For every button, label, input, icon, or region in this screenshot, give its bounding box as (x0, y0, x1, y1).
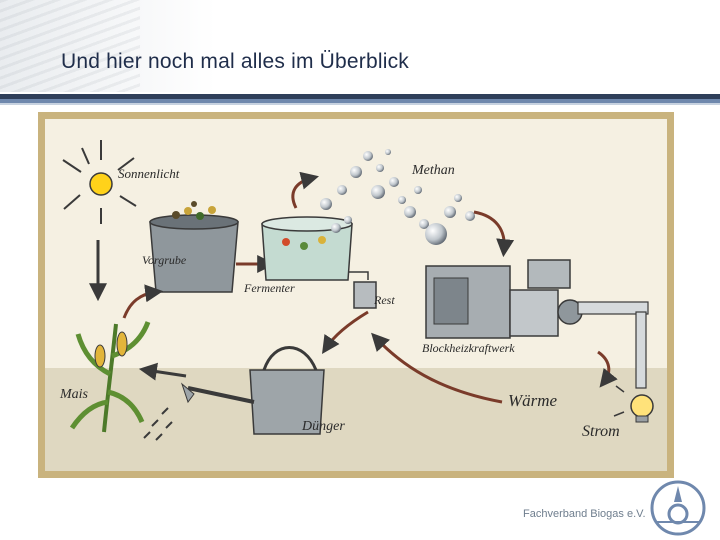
label-sun: Sonnenlicht (118, 166, 180, 181)
label-fermenter: Fermenter (243, 281, 295, 295)
label-heat: Wärme (508, 391, 558, 410)
label-methane: Methan (411, 163, 455, 178)
label-fertilizer: Dünger (301, 419, 345, 434)
header-background (0, 0, 720, 92)
label-power: Strom (582, 423, 620, 440)
footer-org-name: Fachverband Biogas e.V. (523, 508, 646, 520)
header-rule-thin (0, 103, 720, 105)
label-chp: Blockheizkraftwerk (422, 341, 515, 355)
logo-icon (642, 472, 712, 538)
slide-title: Und hier noch mal alles im Überblick (61, 50, 409, 74)
label-maize: Mais (59, 387, 89, 402)
label-pit: Vorgrube (142, 253, 187, 267)
label-rest: Rest (373, 293, 395, 307)
biogas-cycle-illustration: Sonnenlicht Vorgrube Fermenter Rest Meth… (38, 112, 674, 478)
